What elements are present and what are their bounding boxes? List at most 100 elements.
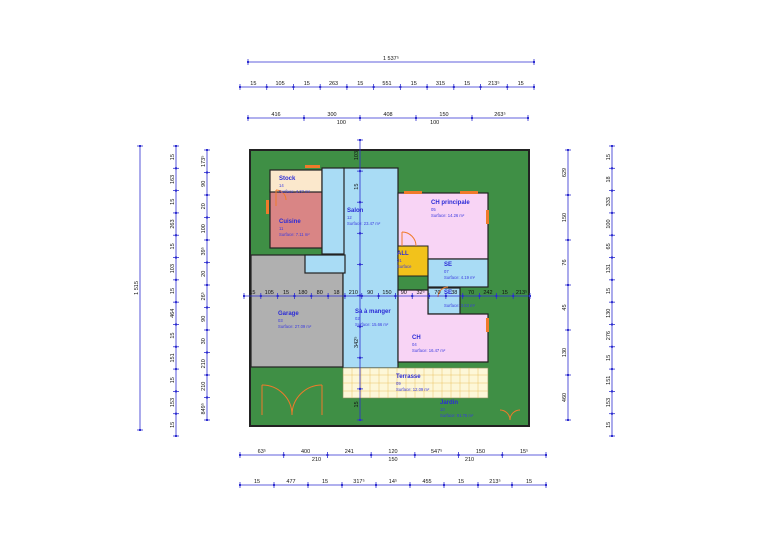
dimension-label: 15 xyxy=(170,288,176,294)
dimension-sub-label: 150 xyxy=(388,457,397,463)
dimension-sub-label: 100 xyxy=(337,120,346,126)
dimension-label: 477 xyxy=(286,479,295,485)
dimension-label: 150 xyxy=(439,112,448,118)
dimension-label: 26⁵ xyxy=(200,292,207,300)
room-surface: Surface: 14.26 m² xyxy=(431,213,465,218)
room-name: SE xyxy=(444,290,452,296)
dimension-label: 120 xyxy=(388,449,397,455)
room-surface: Surface: 27.09 m² xyxy=(278,324,312,329)
dimension-sub-label: 210 xyxy=(312,457,321,463)
room-number: 09 xyxy=(396,381,401,386)
dimension-sub-label: 100 xyxy=(430,120,439,126)
room-number: 03 xyxy=(278,318,283,323)
dimension-label: 39⁵ xyxy=(200,247,207,255)
room-name: CH xyxy=(412,335,421,341)
dimension-label: 15 xyxy=(606,288,612,294)
room-number: 12 xyxy=(347,215,352,220)
dimension-label: 263⁵ xyxy=(494,111,505,118)
dimension-label: 20 xyxy=(201,203,207,209)
dimension-label: 276 xyxy=(606,331,612,340)
dimension-label: 100 xyxy=(606,219,612,228)
dimension-label: 15 xyxy=(526,479,532,485)
dimension-label: 15 xyxy=(502,290,508,296)
room-number: 04 xyxy=(412,342,417,347)
dimension-label: 70 xyxy=(434,290,440,296)
room-number: 02 xyxy=(355,316,360,321)
dimension-label: 408 xyxy=(383,112,392,118)
room-name: Salon xyxy=(347,208,364,214)
room-number: 01 xyxy=(397,258,402,263)
room-name: Terrasse xyxy=(396,374,421,380)
dim-top-total: 1 537⁵ xyxy=(247,55,535,65)
garage-room xyxy=(250,254,344,368)
dimension-label: 210 xyxy=(201,359,207,368)
dimension-label: 15 xyxy=(464,81,470,87)
dimension-label: 15 xyxy=(170,333,176,339)
dimension-label: 150 xyxy=(562,213,568,222)
dimension-label: 400 xyxy=(301,449,310,455)
room-surface: Surface: 16.47 m² xyxy=(412,348,446,353)
dimension-label: 100 xyxy=(201,224,207,233)
dimension-label: 15 xyxy=(322,479,328,485)
window-marks xyxy=(266,165,489,332)
dimension-label: 15 xyxy=(354,184,360,190)
dimension-label: 173⁵ xyxy=(200,156,207,167)
dimension-label: 15 xyxy=(606,355,612,361)
dimension-label: 213⁵ xyxy=(516,289,527,296)
room-number: 14 xyxy=(279,183,284,188)
room-surface: Surface: 12.09 m² xyxy=(396,387,430,392)
dimension-label: 80 xyxy=(317,290,323,296)
bedroom-room xyxy=(397,289,489,363)
dimension-label: 416 xyxy=(271,112,280,118)
room-number: 05 xyxy=(431,207,436,212)
room-name: Stock xyxy=(279,176,296,182)
dimension-label: 317⁵ xyxy=(353,478,364,485)
dimension-label: 464 xyxy=(170,309,176,318)
dimension-label: 210 xyxy=(201,382,207,391)
bathroom-1-room xyxy=(427,258,489,288)
dimension-label: 213⁵ xyxy=(489,478,500,485)
dimension-label: 105 xyxy=(265,290,274,296)
dimension-label: 15 xyxy=(249,290,255,296)
dimension-label: 45 xyxy=(562,304,568,310)
room-name: Garage xyxy=(278,311,299,317)
salon-room xyxy=(342,167,399,369)
dimension-label: 90 xyxy=(367,290,373,296)
dimension-label: 76 xyxy=(562,259,568,265)
dimension-label: 18 xyxy=(606,176,612,182)
dimension-label: 849⁵ xyxy=(200,403,207,414)
room-name: Cuisine xyxy=(279,219,301,225)
room-number: 10 xyxy=(440,407,445,412)
dimension-label: 551 xyxy=(382,81,391,87)
dimension-label: 15 xyxy=(283,290,289,296)
dimension-label: 90 xyxy=(401,290,407,296)
dimension-label: 18 xyxy=(333,290,339,296)
dimension-label: 342⁵ xyxy=(353,336,360,347)
dimension-label: 15 xyxy=(357,81,363,87)
terrace-tiles xyxy=(343,368,488,398)
room-name: Jardin xyxy=(440,400,458,406)
dimension-label: 15 xyxy=(304,81,310,87)
dimension-label: 70 xyxy=(468,290,474,296)
dimension-label: 180 xyxy=(298,290,307,296)
dimension-label: 15 xyxy=(606,154,612,160)
room-surface: Surface: 15.66 m² xyxy=(355,322,389,327)
dimension-label: 103 xyxy=(354,151,360,160)
dimension-label: 153 xyxy=(606,398,612,407)
dimension-label: 15 xyxy=(170,377,176,383)
